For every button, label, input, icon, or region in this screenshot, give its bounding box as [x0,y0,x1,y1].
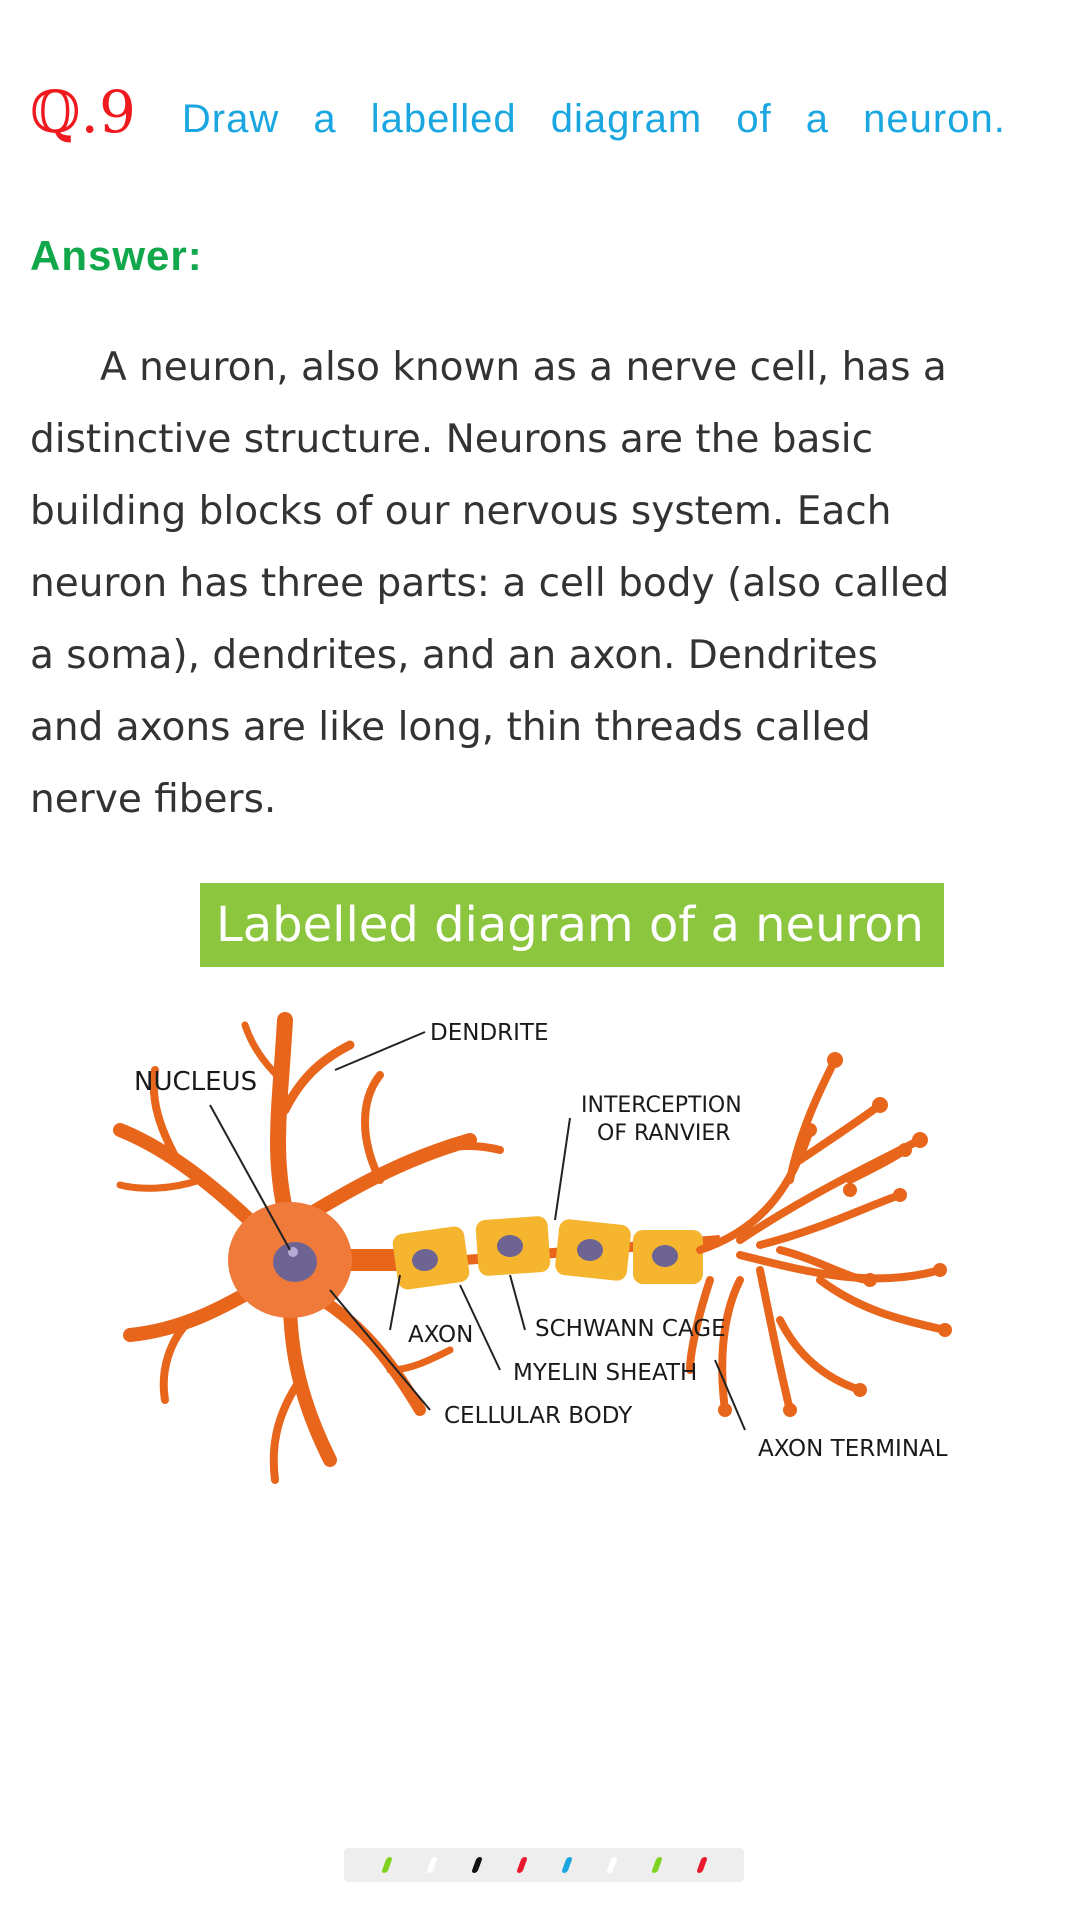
neuron-illustration: DENDRITE NUCLEUS INTERCEPTION OF RANVIER… [113,1012,952,1484]
label-myelin-sheath: MYELIN SHEATH [513,1360,697,1386]
label-cellular-body: CELLULAR BODY [444,1403,633,1429]
page-indicator[interactable] [344,1848,744,1882]
question-number: ℚ.9 [30,78,136,146]
label-axon: AXON [408,1322,473,1348]
label-interception-line2: OF RANVIER [597,1121,731,1146]
answer-label: Answer: [30,232,203,279]
label-schwann-cage: SCHWANN CAGE [535,1316,726,1342]
label-leader-lines [209,1031,746,1431]
nucleus [273,1242,317,1282]
pager-dot[interactable] [650,1857,663,1873]
label-interception-line1: INTERCEPTION [581,1093,742,1118]
pager-dot[interactable] [605,1857,618,1873]
diagram-title: Labelled diagram of a neuron [200,883,944,967]
pager-dot[interactable] [470,1857,483,1873]
axon-terminal-branches [686,1056,949,1414]
label-axon-terminal: AXON TERMINAL [758,1436,948,1462]
question-text: Draw a labelled diagram of a neuron. [181,97,1006,141]
axon-terminal-knobs [718,1052,952,1417]
neuron-diagram: DENDRITE NUCLEUS INTERCEPTION OF RANVIER… [0,990,1080,1510]
answer-paragraph: A neuron, also known as a nerve cell, ha… [30,345,950,822]
myelin-sheath-segments [392,1216,703,1290]
pager-dot[interactable] [695,1857,708,1873]
pager-dot[interactable] [560,1857,573,1873]
label-nucleus: NUCLEUS [134,1067,257,1097]
pager-dot[interactable] [380,1857,393,1873]
pager-dot[interactable] [425,1857,438,1873]
pager-dot[interactable] [515,1857,528,1873]
label-dendrite: DENDRITE [430,1020,549,1046]
question-heading: ℚ.9 Draw a labelled diagram of a neuron. [30,78,1006,146]
